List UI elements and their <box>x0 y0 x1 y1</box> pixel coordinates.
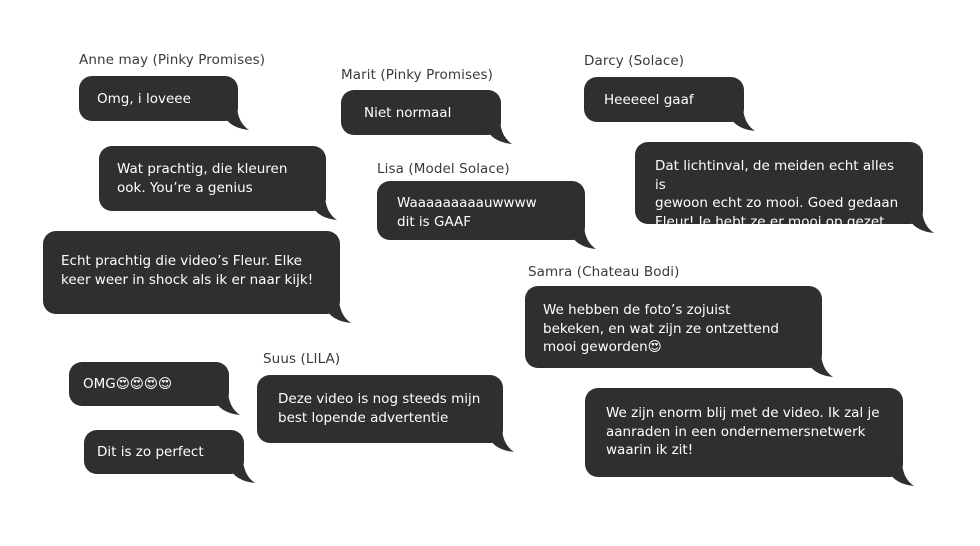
message-bubble-suus-1: Deze video is nog steeds mijn best lopen… <box>257 375 514 452</box>
bubble-tail-icon <box>807 351 833 377</box>
bubble-tail-icon <box>908 207 934 233</box>
bubble-tail-icon <box>229 457 255 483</box>
sender-name-marit: Marit (Pinky Promises) <box>341 67 493 83</box>
message-text: Deze video is nog steeds mijn best lopen… <box>278 391 481 426</box>
sender-name-samra: Samra (Chateau Bodi) <box>528 264 680 280</box>
bubble-tail-icon <box>729 105 755 131</box>
message-bubble-darcy-2: Dat lichtinval, de meiden echt alles is … <box>635 142 934 233</box>
message-text: Dat lichtinval, de meiden echt alles is … <box>655 158 899 230</box>
message-text: Waaaaaaaaauwwww dit is GAAF <box>397 195 537 230</box>
bubble-tail-icon <box>325 297 351 323</box>
message-text: Dit is zo perfect <box>97 444 204 460</box>
sender-name-lisa: Lisa (Model Solace) <box>377 161 510 177</box>
message-bubble-samra-1: We hebben de foto’s zojuist bekeken, en … <box>525 286 833 377</box>
message-bubble-anne-3: Echt prachtig die video’s Fleur. Elke ke… <box>43 231 351 323</box>
message-text: We zijn enorm blij met de video. Ik zal … <box>606 405 880 458</box>
message-text: Wat prachtig, die kleuren ook. You’re a … <box>117 161 288 196</box>
message-text: OMG😍😍😍😍 <box>83 376 173 392</box>
bubble-tail-icon <box>888 460 914 486</box>
bubble-tail-icon <box>486 118 512 144</box>
bubble-tail-icon <box>488 426 514 452</box>
sender-name-suus: Suus (LILA) <box>263 351 341 367</box>
message-text: We hebben de foto’s zojuist bekeken, en … <box>543 302 779 355</box>
message-bubble-perfect: Dit is zo perfect <box>84 430 255 483</box>
bubble-tail-icon <box>570 223 596 249</box>
message-bubble-anne-1: Omg, i loveee <box>79 76 249 130</box>
message-text: Heeeeel gaaf <box>604 92 694 108</box>
message-bubble-marit-1: Niet normaal <box>341 90 512 144</box>
bubble-tail-icon <box>223 104 249 130</box>
sender-name-anne: Anne may (Pinky Promises) <box>79 52 266 68</box>
bubble-tail-icon <box>311 194 337 220</box>
message-bubble-anne-2: Wat prachtig, die kleuren ook. You’re a … <box>99 146 337 220</box>
message-text: Omg, i loveee <box>97 91 191 107</box>
message-bubble-omg: OMG😍😍😍😍 <box>69 362 240 415</box>
bubble-tail-icon <box>214 389 240 415</box>
message-bubble-samra-2: We zijn enorm blij met de video. Ik zal … <box>585 388 914 486</box>
message-bubble-darcy-1: Heeeeel gaaf <box>584 77 755 131</box>
message-bubble-lisa-1: Waaaaaaaaauwwww dit is GAAF <box>377 181 596 249</box>
message-text: Niet normaal <box>364 105 452 121</box>
message-text: Echt prachtig die video’s Fleur. Elke ke… <box>61 253 314 288</box>
sender-name-darcy: Darcy (Solace) <box>584 53 685 69</box>
